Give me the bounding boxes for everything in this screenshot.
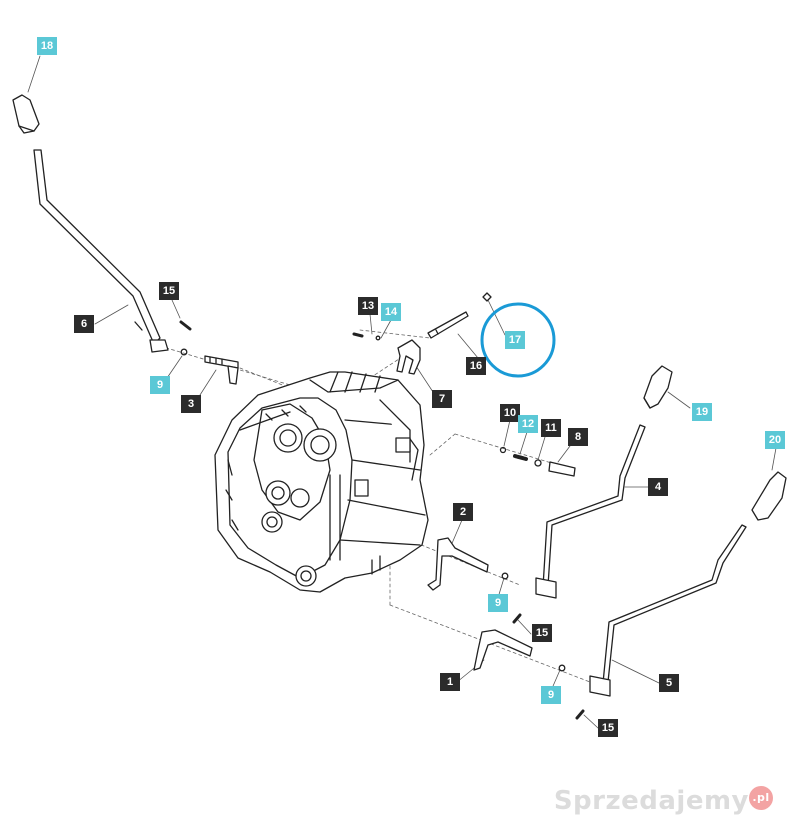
callout-20: 20 <box>765 431 785 449</box>
callout-15: 15 <box>159 282 179 300</box>
callout-12: 12 <box>518 415 538 433</box>
callout-15: 15 <box>532 624 552 642</box>
callout-14: 14 <box>381 303 401 321</box>
knob-19-edge <box>643 397 651 409</box>
callout-5: 5 <box>659 674 679 692</box>
callout-17: 17 <box>505 331 525 349</box>
ring-11 <box>534 459 542 467</box>
fork-7 <box>396 339 421 375</box>
callout-9: 9 <box>488 594 508 612</box>
rod-16-groove <box>435 329 439 335</box>
highlight-circle <box>480 302 556 378</box>
callout-1: 1 <box>440 673 460 691</box>
pin-8 <box>548 461 576 477</box>
shaft-3-grooves <box>209 356 223 365</box>
callout-16: 16 <box>466 357 486 375</box>
watermark-badge: .pl <box>749 786 773 810</box>
watermark: Sprzedajemy.pl <box>554 786 773 816</box>
fork-1 <box>473 629 533 671</box>
lever-4 <box>542 424 646 588</box>
callout-4: 4 <box>648 478 668 496</box>
callout-13: 13 <box>358 297 378 315</box>
callout-2: 2 <box>453 503 473 521</box>
pin-15b <box>512 613 522 624</box>
knob-18 <box>12 94 40 134</box>
watermark-text: Sprzedajemy <box>553 786 749 816</box>
callout-11: 11 <box>541 419 561 437</box>
lever-6-detail <box>134 321 143 331</box>
pin-15a <box>179 320 192 331</box>
callout-10: 10 <box>500 404 520 422</box>
callout-15: 15 <box>598 719 618 737</box>
callout-9: 9 <box>150 376 170 394</box>
lever-6-foot <box>149 339 169 353</box>
callout-6: 6 <box>74 315 94 333</box>
spring-12 <box>513 454 528 461</box>
callout-19: 19 <box>692 403 712 421</box>
leader-lines <box>27 55 777 729</box>
ring-9b <box>501 572 509 580</box>
lever-6 <box>33 149 161 345</box>
lever-4-hub <box>535 577 557 599</box>
callout-3: 3 <box>181 395 201 413</box>
callout-8: 8 <box>568 428 588 446</box>
ball-14 <box>375 335 381 341</box>
ring-9c <box>558 664 566 672</box>
ball-10 <box>499 446 507 454</box>
ring-9a <box>180 348 188 356</box>
pin-15c <box>575 709 585 720</box>
pin-13 <box>352 332 364 338</box>
knob-19 <box>643 365 673 409</box>
callout-9: 9 <box>541 686 561 704</box>
knob-20 <box>751 471 787 521</box>
shaft-3-arm <box>227 365 239 385</box>
callout-18: 18 <box>37 37 57 55</box>
knob-18-edge <box>18 125 35 132</box>
callout-7: 7 <box>432 390 452 408</box>
gearbox-housing <box>214 371 429 593</box>
lever-5 <box>602 524 747 684</box>
lever-5-hub <box>589 675 611 697</box>
fork-2 <box>427 537 489 591</box>
rod-16 <box>427 311 469 339</box>
clip-17 <box>482 292 492 302</box>
